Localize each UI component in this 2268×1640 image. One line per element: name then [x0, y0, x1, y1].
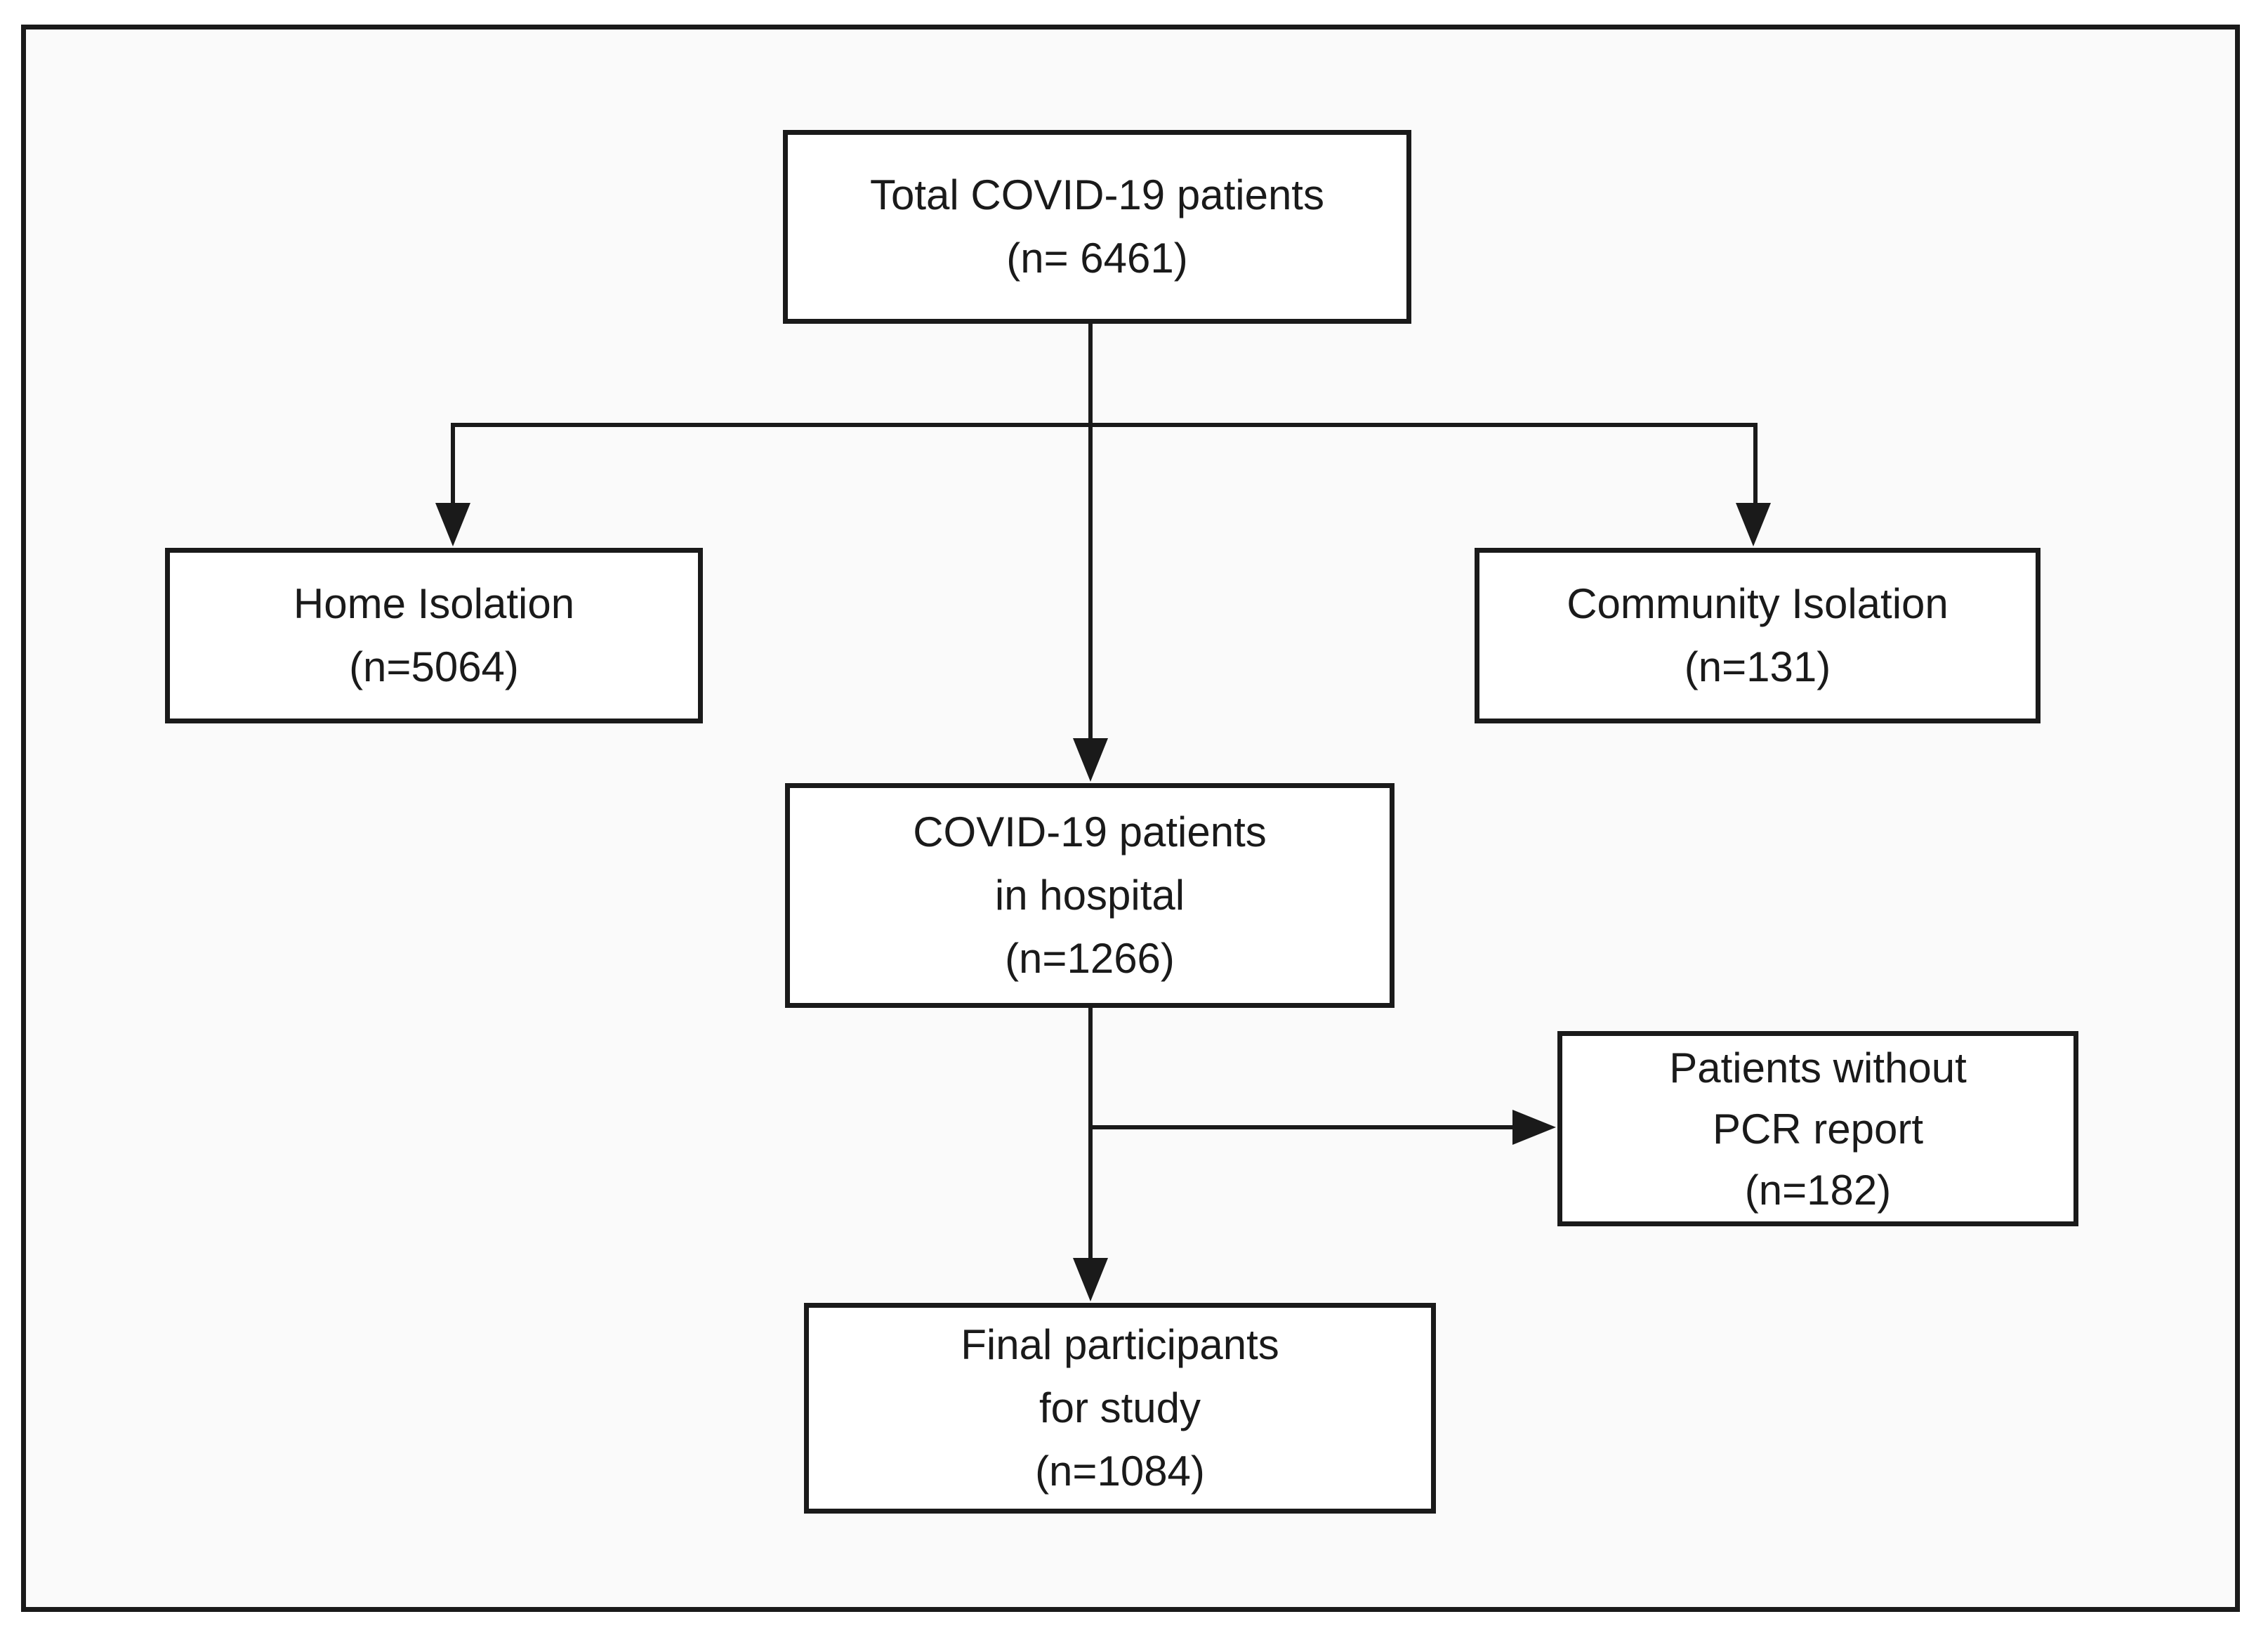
- node-patients-without-pcr-report: Patients without PCR report (n=182): [1557, 1031, 2078, 1226]
- arrowhead-down-community-icon: [1736, 503, 1771, 546]
- node-final-line-3: (n=1084): [1035, 1448, 1205, 1495]
- node-pcr-line-1: Patients without: [1669, 1044, 1967, 1091]
- node-pcr-line-2: PCR report: [1712, 1105, 1924, 1153]
- node-community-line-1: Community Isolation: [1567, 580, 1949, 627]
- connector-branch-horizontal: [451, 423, 1758, 427]
- node-final-participants: Final participants for study (n=1084): [804, 1303, 1436, 1514]
- node-community-line-2: (n=131): [1684, 643, 1831, 690]
- connector-drop-to-community: [1753, 423, 1758, 507]
- arrowhead-down-hospital-icon: [1073, 738, 1108, 782]
- connector-hospital-to-final: [1088, 1008, 1093, 1264]
- node-final-line-2: for study: [1039, 1384, 1201, 1431]
- arrowhead-down-home-icon: [435, 503, 470, 546]
- node-hospital-line-1: COVID-19 patients: [913, 808, 1267, 855]
- node-home-line-1: Home Isolation: [293, 580, 575, 627]
- node-hospital-line-3: (n=1266): [1005, 935, 1175, 982]
- node-covid-patients-in-hospital: COVID-19 patients in hospital (n=1266): [785, 783, 1395, 1008]
- node-pcr-line-3: (n=182): [1744, 1166, 1892, 1214]
- node-home-isolation: Home Isolation (n=5064): [165, 548, 703, 723]
- connector-drop-to-home: [451, 423, 455, 507]
- arrowhead-right-pcr-icon: [1512, 1110, 1556, 1145]
- connector-total-to-hospital: [1088, 323, 1093, 744]
- arrowhead-down-final-icon: [1073, 1258, 1108, 1301]
- node-home-line-2: (n=5064): [349, 643, 519, 690]
- node-final-line-1: Final participants: [961, 1321, 1279, 1368]
- node-total-line-2: (n= 6461): [1006, 235, 1188, 282]
- node-total-covid-patients: Total COVID-19 patients (n= 6461): [783, 130, 1411, 324]
- node-total-line-1: Total COVID-19 patients: [870, 171, 1324, 218]
- node-hospital-line-2: in hospital: [994, 872, 1185, 919]
- node-community-isolation: Community Isolation (n=131): [1475, 548, 2040, 723]
- connector-to-pcr: [1090, 1125, 1519, 1129]
